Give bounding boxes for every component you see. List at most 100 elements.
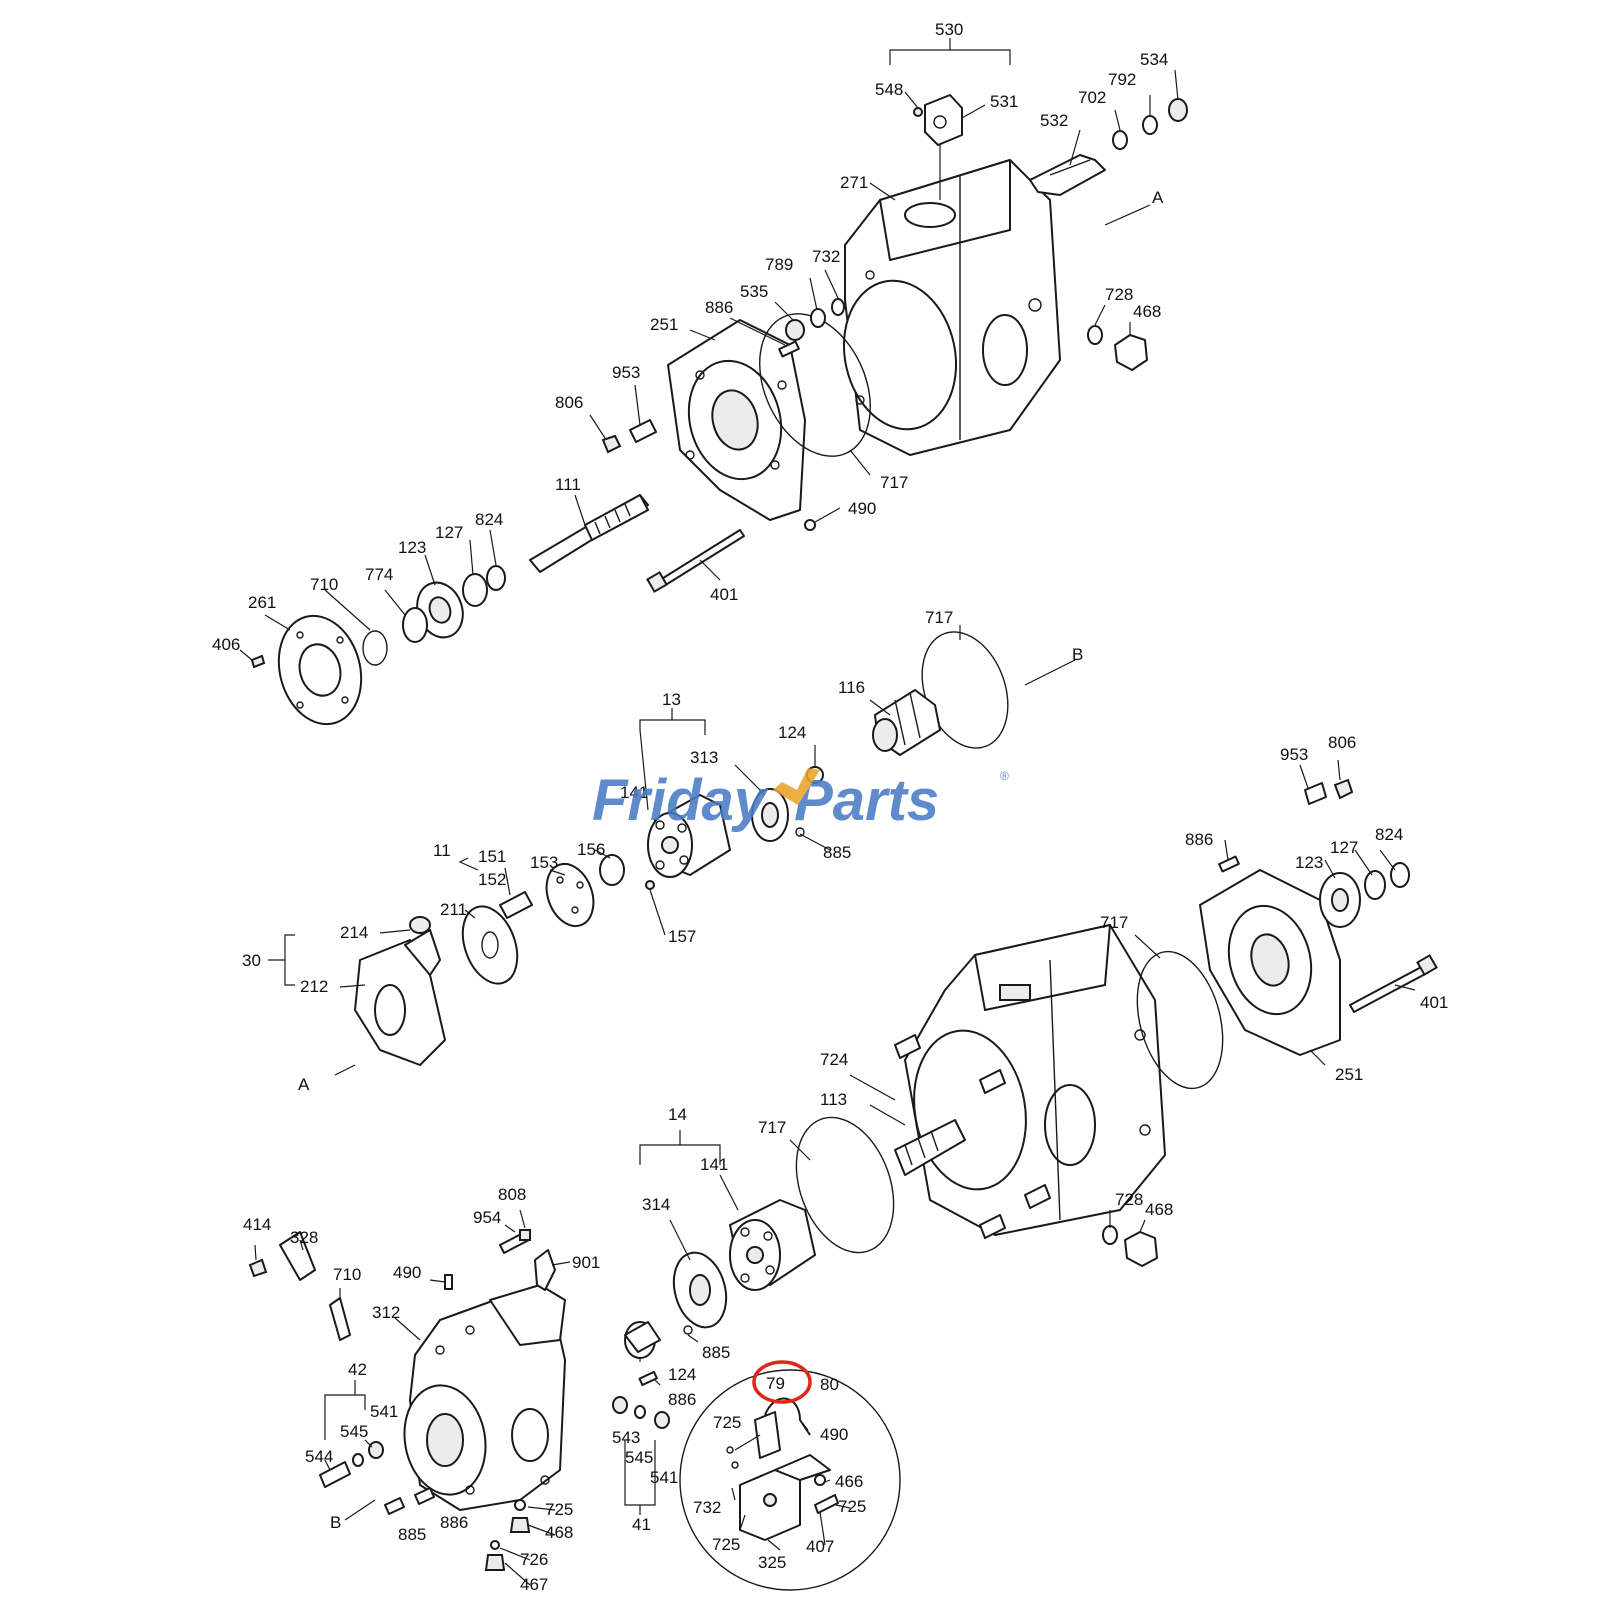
label-885-bottom: 885: [398, 1525, 426, 1544]
watermark-logo: Friday Parts ®: [592, 768, 1009, 833]
label-113: 113: [820, 1090, 847, 1109]
label-886-right: 886: [1185, 830, 1213, 849]
bearing-right: [1218, 778, 1410, 928]
bearing-123-127-824-top: [362, 565, 506, 666]
part-labels: 530 548 531 534 792 702 532 271 A 789 73…: [212, 20, 1448, 1594]
label-886-lower: 886: [668, 1390, 696, 1409]
drive-shaft-111: [529, 494, 649, 573]
label-468-bottom: 468: [545, 1523, 573, 1542]
label-886: 886: [705, 298, 733, 317]
label-406: 406: [212, 635, 240, 654]
label-b-mid: B: [1072, 645, 1083, 664]
label-157: 157: [668, 927, 696, 946]
bolt-401-right: [1349, 954, 1438, 1013]
label-725-left: 725: [545, 1500, 573, 1519]
highlight-part-79[interactable]: 79: [752, 1360, 812, 1404]
label-b-lower: B: [330, 1513, 341, 1532]
shoe-plate-211-hole: [481, 931, 499, 959]
label-124-lower: 124: [668, 1365, 696, 1384]
label-123-right: 123: [1295, 853, 1323, 872]
plug-468-right: [1102, 1225, 1158, 1267]
label-271: 271: [840, 173, 868, 192]
o-ring-717-right: [1136, 950, 1224, 1090]
label-467: 467: [520, 1575, 548, 1594]
label-151: 151: [478, 847, 506, 866]
label-124-mid: 124: [778, 723, 806, 742]
label-214: 214: [340, 923, 368, 942]
leader-lines: [239, 38, 1416, 1586]
plug-532-and-seals: [1029, 98, 1188, 196]
label-728-top: 728: [1105, 285, 1133, 304]
label-141-mid: 141: [620, 783, 648, 802]
label-261: 261: [248, 593, 276, 612]
label-468-top: 468: [1133, 302, 1161, 321]
label-710-top: 710: [310, 575, 338, 594]
label-212: 212: [300, 977, 328, 996]
bolt-401-top: [646, 529, 745, 593]
label-725-right-circle: 725: [838, 1497, 866, 1516]
label-42: 42: [348, 1360, 367, 1379]
shaft-113: [894, 1119, 966, 1176]
label-11: 11: [433, 841, 451, 860]
label-468-right: 468: [1145, 1200, 1173, 1219]
label-885-lower: 885: [702, 1343, 730, 1362]
pump-casing-right: [904, 924, 1166, 1236]
label-710-lower: 710: [333, 1265, 361, 1284]
label-534: 534: [1140, 50, 1168, 69]
label-152: 152: [478, 870, 506, 889]
label-545-right: 545: [625, 1448, 653, 1467]
label-116: 116: [838, 678, 865, 697]
label-885-mid: 885: [823, 843, 851, 862]
label-401-top: 401: [710, 585, 738, 604]
swash-plate-212: [354, 916, 446, 1066]
watermark-text-a: Friday: [592, 768, 769, 833]
label-544: 544: [305, 1447, 333, 1466]
solenoid-valve-325: [726, 1397, 839, 1541]
label-530: 530: [935, 20, 963, 39]
regulator-detail-circle: [679, 1369, 901, 1591]
valve-block-312: [403, 1284, 566, 1511]
small-parts-valve-block: [319, 1229, 670, 1571]
label-954: 954: [473, 1208, 501, 1227]
label-531: 531: [990, 92, 1018, 111]
watermark-registered: ®: [1000, 769, 1009, 783]
label-490-top: 490: [848, 499, 876, 518]
label-414: 414: [243, 1215, 271, 1234]
cylinder-block-141-lower: [729, 1199, 816, 1291]
o-ring-717-lower: [795, 1116, 895, 1254]
plug-468-top: [1087, 325, 1148, 371]
label-824-right: 824: [1375, 825, 1403, 844]
label-886-bottom: 886: [440, 1513, 468, 1532]
label-717-right: 717: [1100, 913, 1128, 932]
label-123-top: 123: [398, 538, 426, 557]
label-724: 724: [820, 1050, 848, 1069]
end-flange-251-top: [667, 319, 806, 521]
label-490-circle: 490: [820, 1425, 848, 1444]
fitting-block-531: [913, 94, 963, 200]
label-251-top: 251: [650, 315, 678, 334]
label-901: 901: [572, 1253, 600, 1272]
label-127-right: 127: [1330, 838, 1358, 857]
small-parts-top: [601, 298, 845, 531]
label-824-top: 824: [475, 510, 503, 529]
cover-plate-328: [248, 1231, 351, 1341]
label-80: 80: [820, 1375, 839, 1394]
label-41: 41: [632, 1515, 651, 1534]
label-717-lower: 717: [758, 1118, 786, 1137]
label-211: 211: [440, 900, 467, 919]
label-156: 156: [577, 840, 605, 859]
watermark-text-b: Parts: [794, 768, 939, 833]
label-702: 702: [1078, 88, 1106, 107]
retainer-153-and-spring: [499, 854, 655, 927]
shoe-plate-211: [461, 905, 519, 985]
label-13: 13: [662, 690, 681, 709]
label-a-mid: A: [298, 1075, 310, 1094]
bearing-124-lower: [624, 1321, 693, 1387]
pump-casing-271: [842, 159, 1061, 456]
label-30: 30: [242, 951, 261, 970]
highlight-circle: [752, 1360, 812, 1404]
label-328: 328: [290, 1228, 318, 1247]
label-111: 111: [555, 475, 581, 494]
label-535: 535: [740, 282, 768, 301]
